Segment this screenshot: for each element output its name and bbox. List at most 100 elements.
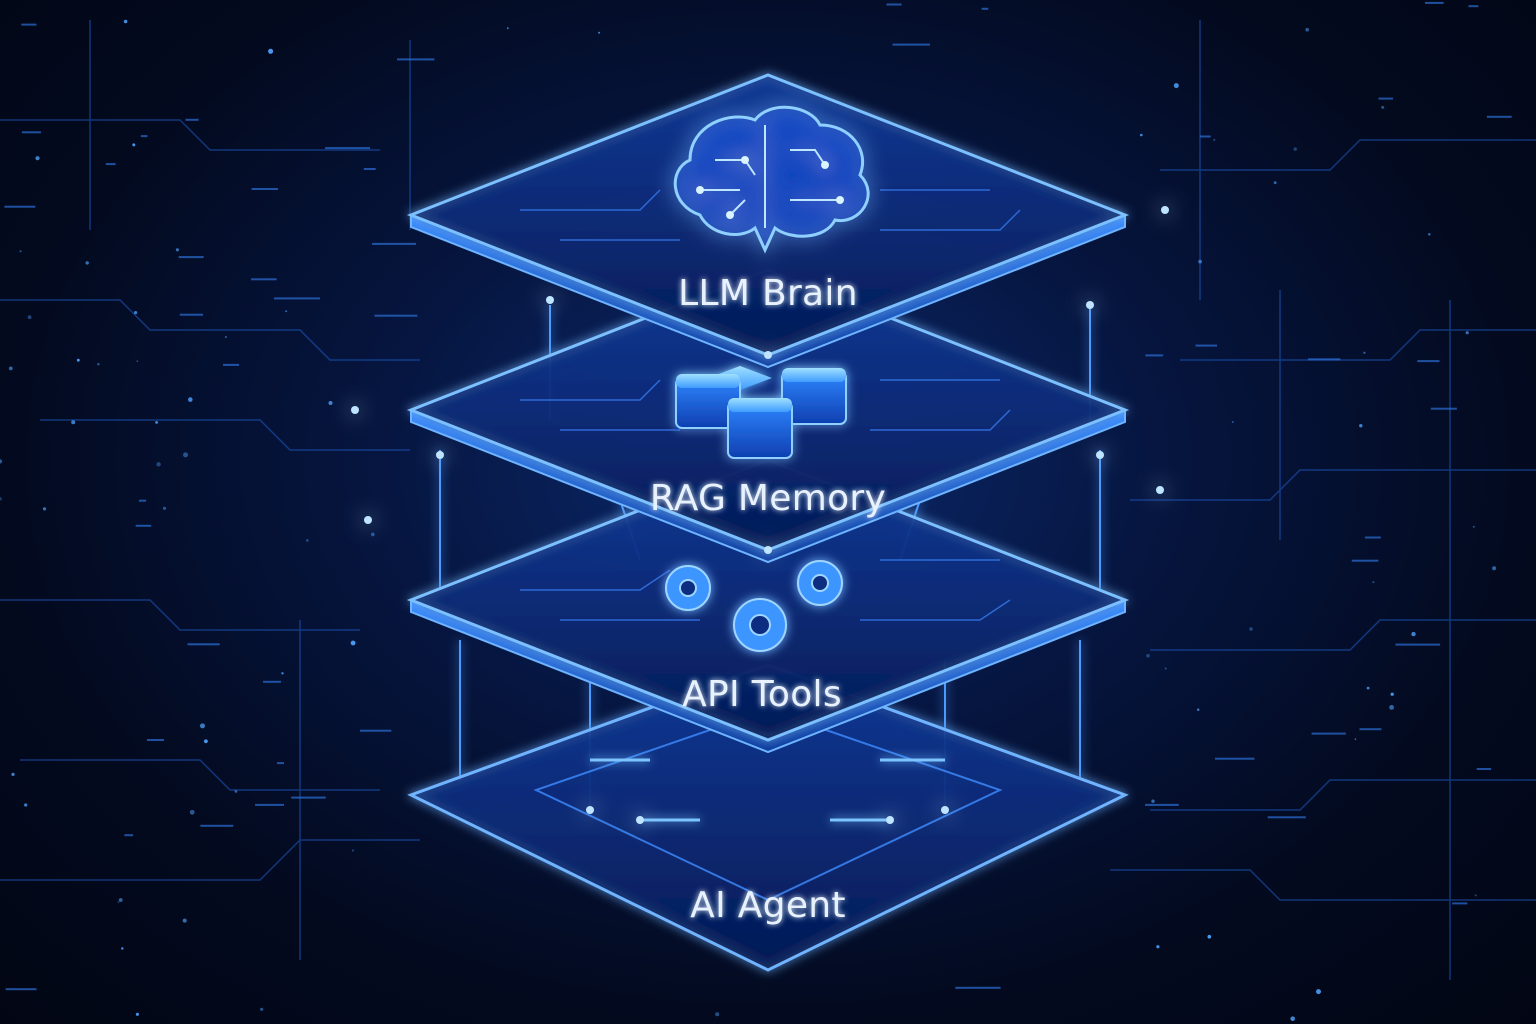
- background-dot: [1290, 1016, 1295, 1021]
- background-dot: [200, 723, 205, 728]
- background-dot: [1389, 705, 1394, 710]
- background-tick: [6, 988, 37, 990]
- background-tick: [22, 131, 41, 133]
- background-dot: [183, 919, 187, 923]
- background-dot: [306, 539, 309, 542]
- background-dot: [43, 507, 46, 510]
- background-dot: [715, 1012, 719, 1016]
- background-tick: [1425, 2, 1444, 4]
- background-dot: [1475, 894, 1477, 896]
- background-tick: [955, 987, 1000, 989]
- background-tick: [1145, 804, 1179, 806]
- background-dot: [1197, 709, 1199, 711]
- ai-agent-label: AI Agent: [690, 885, 846, 926]
- background-dot: [1428, 233, 1431, 236]
- background-dot: [225, 336, 227, 338]
- api-tools-label: API Tools: [682, 674, 842, 715]
- background-dot: [352, 849, 354, 851]
- background-dot: [1151, 800, 1154, 803]
- background-dot: [77, 359, 80, 362]
- background-dot: [183, 452, 188, 457]
- background-dot: [1156, 945, 1159, 948]
- background-dot: [598, 32, 600, 34]
- background-tick: [893, 44, 931, 46]
- background-dot: [136, 1013, 139, 1016]
- background-tick: [1452, 902, 1467, 904]
- background-dot: [190, 810, 195, 815]
- background-tick: [375, 315, 418, 317]
- background-dot: [71, 420, 75, 424]
- background-dot: [119, 898, 123, 902]
- background-dot: [1274, 181, 1277, 184]
- background-tick: [179, 256, 204, 258]
- background-dot: [1359, 424, 1362, 427]
- background-dot: [1140, 134, 1143, 137]
- background-dot: [97, 363, 99, 365]
- background-dot: [1249, 627, 1253, 631]
- background-dot: [28, 315, 32, 319]
- background-tick: [360, 730, 391, 732]
- background-dot: [86, 261, 89, 264]
- background-dot: [268, 49, 273, 54]
- background-tick: [180, 314, 203, 316]
- background-dot: [163, 507, 166, 510]
- background-dot: [204, 739, 208, 743]
- background-dot: [20, 250, 22, 252]
- background-dot: [0, 497, 2, 500]
- background-dot: [1146, 654, 1150, 658]
- background-tick: [1360, 728, 1382, 730]
- background-dot: [1391, 693, 1394, 696]
- background-tick: [255, 804, 284, 806]
- background-tick: [1365, 537, 1381, 539]
- background-dot: [0, 459, 2, 463]
- background-dot: [1466, 331, 1469, 334]
- background-tick: [1196, 345, 1218, 347]
- background-dot: [118, 901, 120, 903]
- background-dot: [124, 20, 128, 24]
- background-tick: [1417, 360, 1439, 362]
- background-tick: [147, 739, 164, 741]
- background-dot: [134, 311, 137, 314]
- background-tick: [1487, 116, 1512, 118]
- background-dot: [1165, 668, 1167, 670]
- background-dot: [176, 248, 179, 251]
- background-dot: [507, 27, 509, 29]
- background-tick: [982, 8, 989, 10]
- background-dot: [1363, 352, 1365, 354]
- background-dot: [155, 421, 158, 424]
- background-tick: [1395, 644, 1440, 646]
- background-dot: [1213, 139, 1215, 141]
- background-dot: [329, 401, 333, 405]
- background-dot: [1316, 989, 1321, 994]
- background-dot: [371, 533, 375, 537]
- background-dot: [281, 672, 283, 674]
- background-dot: [1367, 687, 1370, 690]
- background-dot: [1492, 566, 1496, 570]
- background-tick: [887, 4, 902, 6]
- background-dot: [1372, 581, 1374, 583]
- background-tick: [136, 525, 152, 527]
- background-tick: [139, 500, 146, 502]
- background-dot: [235, 790, 238, 793]
- background-dot: [1381, 106, 1384, 109]
- llm-brain-label: LLM Brain: [678, 273, 858, 314]
- background-tick: [1308, 358, 1340, 360]
- background-tick: [274, 297, 320, 299]
- background-tick: [1215, 758, 1254, 760]
- rag-memory-label: RAG Memory: [650, 478, 886, 519]
- background-tick: [1352, 560, 1379, 562]
- background-tick: [4, 206, 35, 208]
- background-dot: [1198, 260, 1202, 264]
- background-tick: [1200, 136, 1211, 138]
- background-tick: [263, 681, 281, 683]
- background-tick: [251, 278, 277, 280]
- background-tick: [141, 135, 148, 137]
- background-tick: [188, 643, 220, 645]
- background-tick: [21, 24, 36, 26]
- background-dot: [1411, 632, 1415, 636]
- background-tick: [1379, 98, 1394, 100]
- background-dot: [285, 310, 287, 312]
- background-tick: [252, 188, 278, 190]
